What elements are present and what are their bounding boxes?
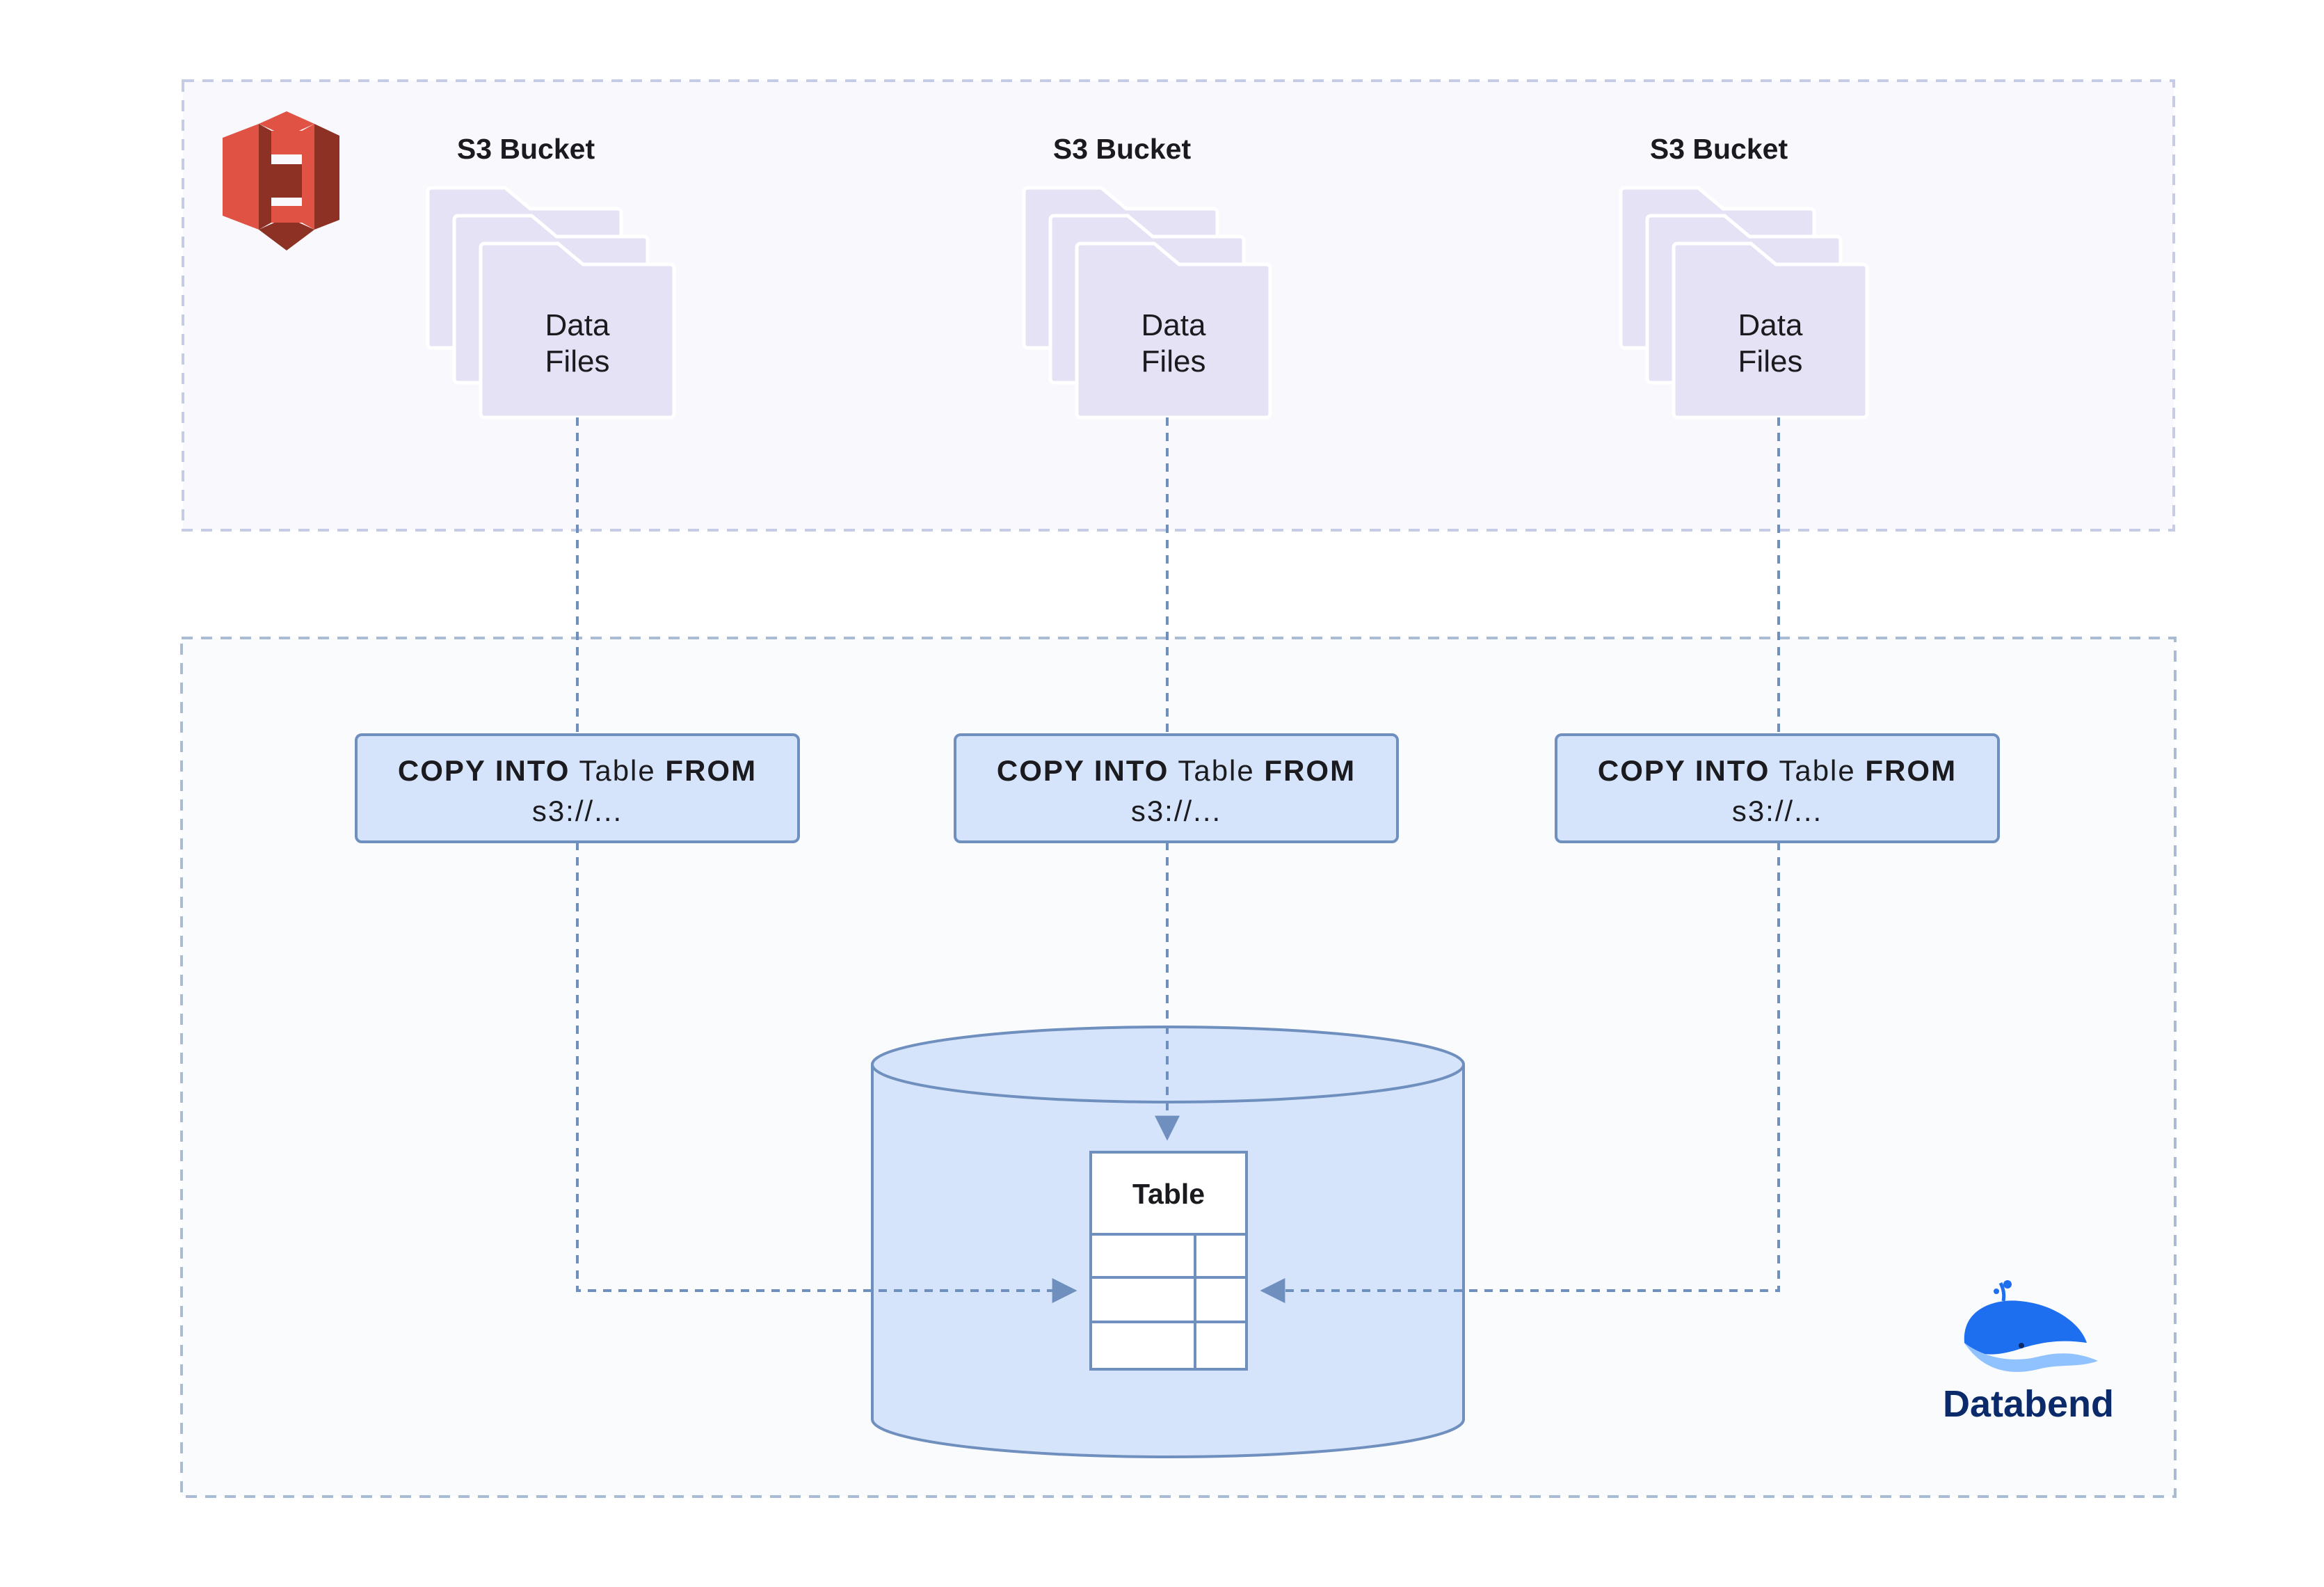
- copy-command-statement: COPY INTO Table FROM: [997, 754, 1356, 787]
- aws-s3-logo-icon: [223, 111, 339, 250]
- databend-whale-logo-icon: [1964, 1280, 2098, 1372]
- copy-source-path: s3://...: [1131, 795, 1221, 827]
- bucket-title: S3 Bucket: [457, 133, 595, 165]
- copy-target-table: Table: [1770, 754, 1865, 787]
- table-icon: Table: [1089, 1151, 1248, 1371]
- folder-stack-icon: [1619, 186, 1869, 420]
- table-title: Table: [1132, 1178, 1205, 1210]
- data-files-label-line2: Files: [545, 344, 610, 378]
- copy-keyword-copy-into: COPY INTO: [1598, 754, 1770, 787]
- copy-command-statement: COPY INTO Table FROM: [398, 754, 757, 787]
- data-files-label-line2: Files: [1141, 344, 1206, 378]
- data-files-label-line2: Files: [1738, 344, 1803, 378]
- connector-copy-1-to-table: [576, 842, 1077, 1303]
- data-files-label-line1: Data: [1738, 308, 1803, 342]
- bucket-title: S3 Bucket: [1053, 133, 1192, 165]
- folder-3: [1075, 241, 1272, 420]
- connector-copy-3-to-table: [1260, 842, 1780, 1303]
- copy-command-box: [954, 733, 1399, 843]
- copy-keyword-from: FROM: [1865, 754, 1957, 787]
- copy-command-2: COPY INTO Table FROM s3://...: [954, 733, 1399, 843]
- copy-command-1: COPY INTO Table FROM s3://...: [355, 733, 800, 843]
- copy-source-path: s3://...: [532, 795, 623, 827]
- copy-command-3: COPY INTO Table FROM s3://...: [1555, 733, 2000, 843]
- copy-keyword-copy-into: COPY INTO: [997, 754, 1169, 787]
- folder-3: [1672, 241, 1869, 420]
- copy-target-table: Table: [570, 754, 665, 787]
- copy-keyword-from: FROM: [665, 754, 757, 787]
- folder-stack-icon: [426, 186, 676, 420]
- bucket-title: S3 Bucket: [1650, 133, 1788, 165]
- copy-command-statement: COPY INTO Table FROM: [1598, 754, 1957, 787]
- copy-keyword-copy-into: COPY INTO: [398, 754, 570, 787]
- databend-brand-name: Databend: [1943, 1383, 2114, 1425]
- data-files-label-line1: Data: [545, 308, 610, 342]
- copy-target-table: Table: [1169, 754, 1264, 787]
- data-files-label-line1: Data: [1141, 308, 1206, 342]
- folder-3: [479, 241, 676, 420]
- copy-keyword-from: FROM: [1264, 754, 1356, 787]
- copy-source-path: s3://...: [1732, 795, 1822, 827]
- folder-stack-icon: [1022, 186, 1272, 420]
